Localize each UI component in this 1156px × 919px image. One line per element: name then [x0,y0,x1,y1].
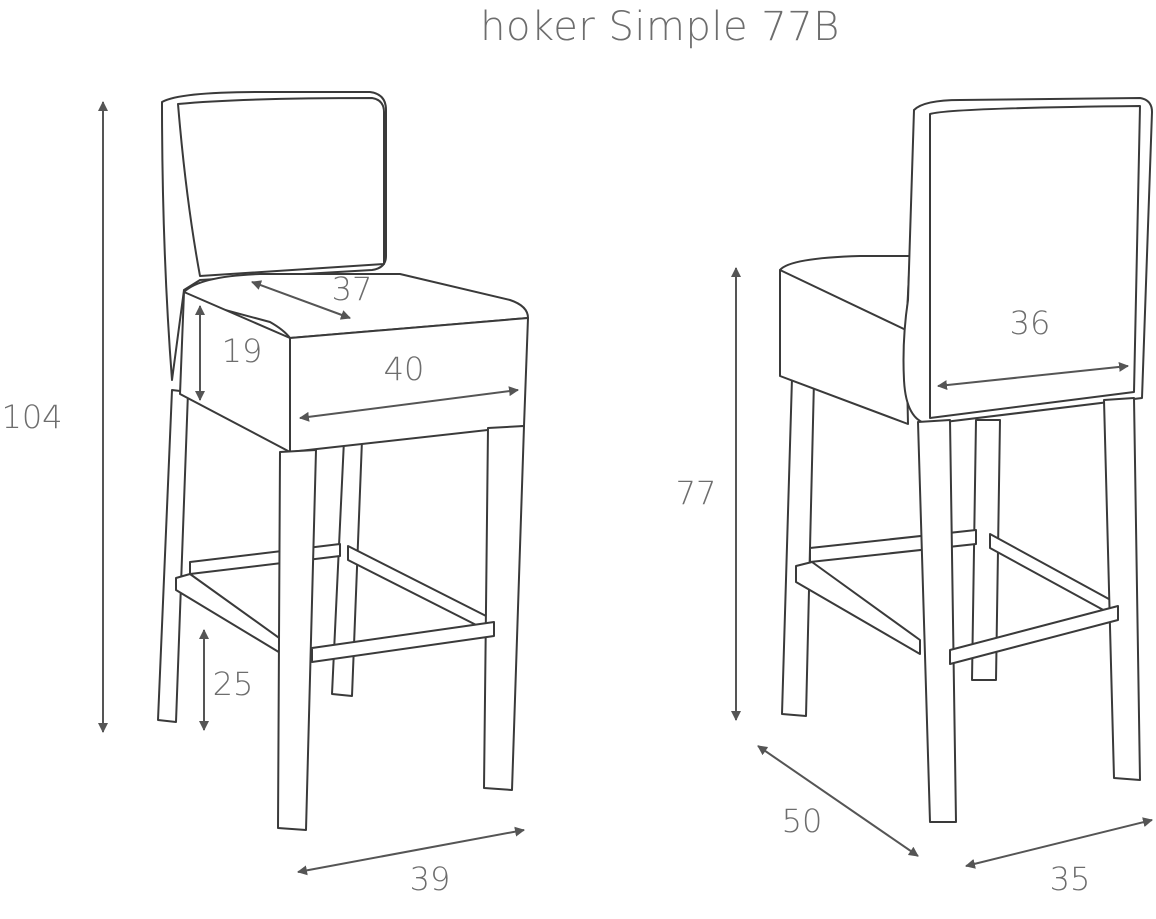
dim-line-depth [757,745,919,857]
front-dimensions: 104 37 19 40 25 39 [1,101,525,898]
label-seat-width-front: 40 [384,350,425,388]
front-back-rung [189,543,341,575]
back-near-left-leg [917,419,957,823]
back-view-stool [779,97,1153,823]
front-backrest-inner [177,97,385,277]
front-front-rung [311,621,495,663]
label-seat-height: 77 [676,474,717,512]
back-side-rung-left [795,561,921,655]
back-near-right-leg [1103,397,1141,781]
front-side-rung-left [175,573,283,655]
diagram-title: hoker Simple 77B [480,4,840,50]
dim-line-seat-width-front [299,386,519,422]
back-near-rung [949,605,1119,665]
back-far-left-leg [781,377,815,717]
label-seat-depth: 37 [332,270,373,308]
front-front-right-leg [483,425,525,791]
back-far-right-leg [971,419,1001,681]
back-side-rung-right [989,533,1119,619]
front-front-left-leg [277,449,317,831]
label-back-width: 36 [1010,304,1051,342]
label-depth: 50 [782,802,823,840]
dim-line-base-width-back [965,817,1153,869]
back-seat-side [779,269,909,425]
back-backrest-inner [929,105,1141,419]
label-base-width-back: 35 [1050,860,1091,898]
label-seat-thickness: 19 [222,332,263,370]
label-total-height: 104 [1,398,62,436]
back-dimensions: 77 36 50 35 [676,267,1153,898]
label-base-width-front: 39 [410,860,451,898]
dim-line-seat-depth [251,280,351,320]
front-view-stool [157,91,529,831]
front-rear-left-leg [157,389,189,723]
front-side-rung-right [347,545,495,635]
dim-line-base-width-front [297,826,525,876]
dim-line-back-width [937,361,1129,391]
label-footrest-height: 25 [213,665,254,703]
